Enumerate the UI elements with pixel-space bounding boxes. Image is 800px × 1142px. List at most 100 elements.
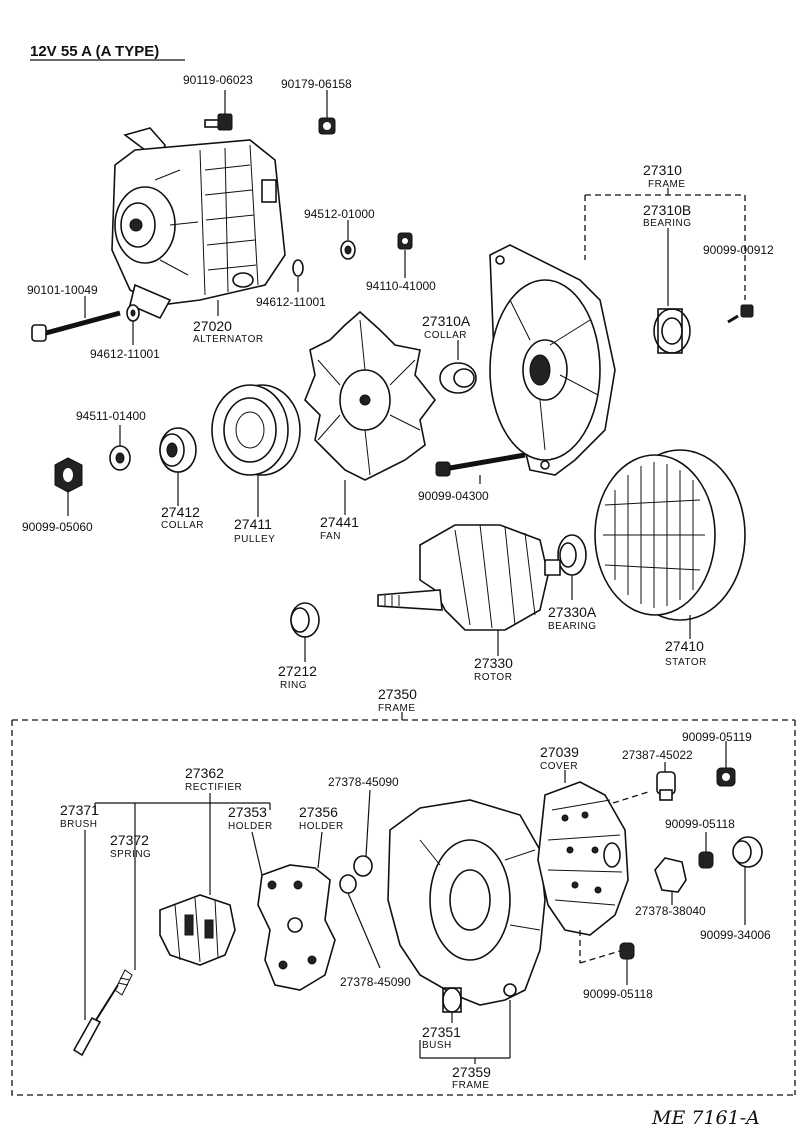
- drawing-code: ME 7161-A: [651, 1107, 760, 1129]
- bearing-27310b-drawing: [653, 308, 691, 354]
- label-27212-name: RING: [280, 680, 307, 691]
- label-27411-name: PULLEY: [234, 534, 275, 545]
- collar-27310a-drawing: [439, 362, 477, 394]
- lower-leader-lines: [84, 741, 746, 1064]
- washer-94612-upper-drawing: [292, 259, 304, 277]
- rotor-27330-drawing: [377, 524, 561, 631]
- label-27020-name: ALTERNATOR: [193, 334, 264, 345]
- washer-94511-drawing: [109, 445, 131, 471]
- label-27412-name: COLLAR: [161, 520, 204, 531]
- label-27212-number: 27212: [278, 663, 317, 679]
- label-90119: 90119-06023: [183, 73, 253, 87]
- bearing-27330a-drawing: [557, 534, 587, 576]
- label-27353-name: HOLDER: [228, 821, 273, 832]
- label-27356-number: 27356: [299, 804, 338, 820]
- label-27350-number: 27350: [378, 686, 417, 702]
- label-27362-name: RECTIFIER: [185, 782, 242, 793]
- nut-90099-05118-lower-drawing: [619, 942, 635, 960]
- label-94612-lower: 94612-11001: [90, 347, 160, 361]
- label-27351-name: BUSH: [422, 1040, 452, 1051]
- label-90099-34006: 90099-34006: [700, 928, 771, 942]
- frame-27310-drawing: [489, 244, 616, 476]
- label-27330a-name: BEARING: [548, 621, 597, 632]
- frame-27350-box: [11, 712, 796, 1096]
- nut-90099-05118-upper-drawing: [698, 851, 714, 869]
- label-27441-number: 27441: [320, 514, 359, 530]
- label-90099-00912: 90099-00912: [703, 243, 774, 257]
- label-94110: 94110-41000: [366, 279, 436, 293]
- label-27378-45090-upper: 27378-45090: [328, 775, 399, 789]
- insulator-27378-38040-drawing: [654, 857, 687, 893]
- label-27378-38040: 27378-38040: [635, 904, 706, 918]
- nut-90099-05060-drawing: [54, 457, 83, 493]
- label-27372-number: 27372: [110, 832, 149, 848]
- fan-27441-drawing: [304, 310, 437, 481]
- insulator-27378-45090-drawings: [339, 855, 373, 894]
- bolt-90101-drawing: [31, 310, 121, 342]
- collar-27412-drawing: [159, 427, 197, 473]
- label-27310a-number: 27310A: [422, 313, 471, 329]
- diagram-title: 12V 55 A (A TYPE): [30, 43, 159, 60]
- nut-94110-drawing: [397, 232, 413, 250]
- label-27410-name: STATOR: [665, 657, 707, 668]
- nut-90179-drawing: [318, 117, 336, 135]
- label-90179: 90179-06158: [281, 77, 352, 91]
- brush-spring-drawing: [72, 969, 133, 1057]
- part-labels: 90119-06023 90179-06158 27310 FRAME 2731…: [22, 73, 774, 1091]
- nut-90099-05119-drawing: [716, 767, 736, 787]
- label-90099-05118-upper: 90099-05118: [665, 817, 735, 831]
- label-27412-number: 27412: [161, 504, 200, 520]
- label-27351-number: 27351: [422, 1024, 461, 1040]
- label-94512: 94512-01000: [304, 207, 375, 221]
- alternator-drawing: [111, 127, 286, 320]
- frame-27359-drawing: [387, 799, 546, 1006]
- rectifier-drawing: [159, 894, 236, 966]
- label-27310-number: 27310: [643, 162, 682, 178]
- label-27350-name: FRAME: [378, 703, 416, 714]
- label-27353-number: 27353: [228, 804, 267, 820]
- label-27330a-number: 27330A: [548, 604, 597, 620]
- label-27362-number: 27362: [185, 765, 224, 781]
- label-27378-45090-lower: 27378-45090: [340, 975, 411, 989]
- label-27330-name: ROTOR: [474, 672, 512, 683]
- label-94511: 94511-01400: [76, 409, 146, 423]
- label-27411-number: 27411: [234, 516, 272, 532]
- stator-27410-drawing: [594, 449, 746, 621]
- label-27310b-name: BEARING: [643, 218, 692, 229]
- label-27020-number: 27020: [193, 318, 232, 334]
- washer-94512-drawing: [340, 240, 356, 260]
- label-27310-name: FRAME: [648, 179, 686, 190]
- label-27371-name: BRUSH: [60, 819, 98, 830]
- cover-27039-drawing: [537, 781, 629, 936]
- bush-27351-drawing: [442, 987, 462, 1013]
- upper-leader-lines: [67, 90, 746, 662]
- label-27310a-name: COLLAR: [424, 330, 467, 341]
- label-27441-name: FAN: [320, 531, 341, 542]
- label-27387: 27387-45022: [622, 748, 693, 762]
- label-27330-number: 27330: [474, 655, 513, 671]
- label-90101: 90101-10049: [27, 283, 98, 297]
- label-27039-number: 27039: [540, 744, 579, 760]
- label-90099-05118-lower: 90099-05118: [583, 987, 653, 1001]
- label-94612-upper: 94612-11001: [256, 295, 326, 309]
- label-27359-name: FRAME: [452, 1080, 490, 1091]
- washer-94612-lower-drawing: [126, 304, 140, 322]
- bolt-90119-drawing: [204, 113, 233, 131]
- bolt-90099-04300-drawing: [435, 452, 526, 477]
- cap-90099-34006-drawing: [732, 836, 763, 868]
- label-27310b-number: 27310B: [643, 202, 691, 218]
- holder-plates-drawing: [257, 864, 336, 991]
- label-27356-name: HOLDER: [299, 821, 344, 832]
- label-90099-05060: 90099-05060: [22, 520, 93, 534]
- label-27359-number: 27359: [452, 1064, 491, 1080]
- label-27410-number: 27410: [665, 638, 704, 654]
- label-27371-number: 27371: [60, 802, 99, 818]
- label-27039-name: COVER: [540, 761, 578, 772]
- pulley-27411-drawing: [211, 384, 301, 476]
- part-27387-drawing: [656, 771, 676, 801]
- label-27372-name: SPRING: [110, 849, 151, 860]
- ring-27212-drawing: [290, 602, 320, 638]
- label-90099-04300: 90099-04300: [418, 489, 489, 503]
- label-90099-05119: 90099-05119: [682, 730, 752, 744]
